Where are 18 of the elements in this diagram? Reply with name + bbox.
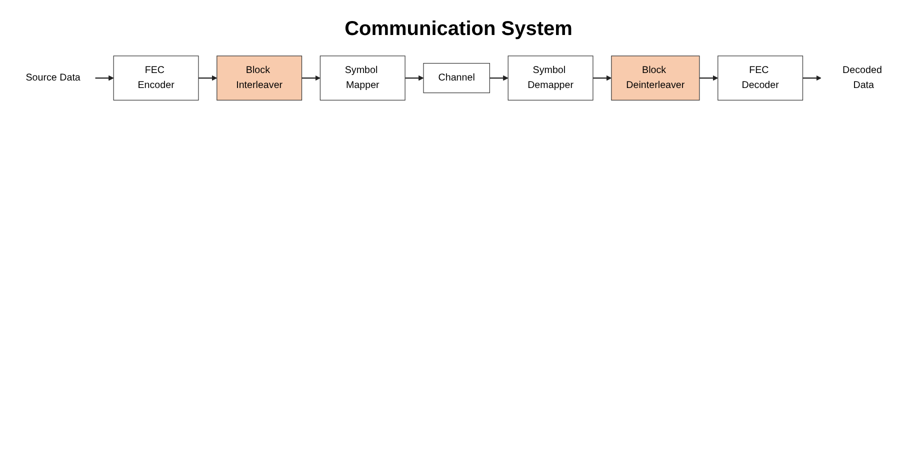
node-box: Symbol Mapper: [320, 56, 406, 100]
arrow: [699, 75, 718, 81]
arrow: [302, 75, 320, 81]
arrow: [198, 75, 218, 81]
arrow: [802, 75, 822, 81]
arrow: [95, 75, 114, 81]
node-box: Block Deinterleaver: [611, 56, 700, 100]
diagram-title: Communication System: [344, 18, 574, 41]
node-box: FEC Decoder: [718, 56, 804, 100]
arrow: [592, 75, 612, 81]
node-box: Block Interleaver: [216, 56, 302, 100]
node-text: Source Data: [26, 72, 80, 83]
arrow: [490, 75, 508, 81]
node-text: Decoded Data: [842, 65, 882, 90]
node-box: FEC Encoder: [113, 56, 199, 100]
node-box: Channel: [423, 63, 490, 94]
node-box: Symbol Demapper: [508, 56, 594, 100]
arrow: [405, 75, 424, 81]
